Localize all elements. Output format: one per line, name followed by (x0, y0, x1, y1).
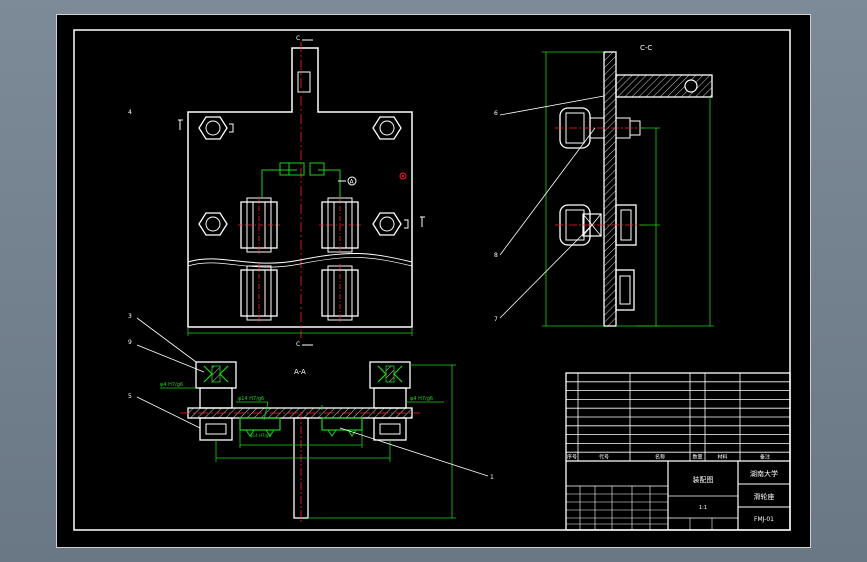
leader-8 (499, 127, 596, 256)
pulley-lower-left (240, 264, 278, 322)
parts-header-cell: 材料 (717, 454, 727, 461)
drawing-frame-outer (56, 14, 811, 548)
part-name: 滑轮座 (754, 492, 775, 501)
section-cc-label: C-C (640, 44, 652, 52)
drawing-number: FMJ-01 (754, 516, 774, 523)
balloon-1: 1 (490, 474, 494, 481)
hex-nut-top-left (198, 116, 234, 140)
cc-arm-hole (684, 79, 698, 93)
pulley-upper-left (238, 196, 280, 254)
datum-label: A (350, 179, 355, 186)
plate-outline (187, 47, 413, 328)
pulley-lower-right (321, 264, 359, 322)
leader-6 (499, 95, 605, 116)
balloon-9: 9 (128, 339, 132, 346)
aa-pulley-right (321, 417, 363, 437)
parts-header-cell: 代号 (599, 454, 609, 461)
balloon-8: 8 (494, 252, 498, 259)
cut-mark-top: C (296, 35, 300, 42)
title-block: 序号 代号 名称 数量 材料 备注 装配图 湖南大学 滑轮座 FMJ-01 1:1 (565, 372, 791, 531)
section-cc-view: C-C (499, 44, 714, 327)
drawing-sheet (56, 14, 811, 548)
drawing-frame-inner (73, 29, 791, 531)
leader-3 (136, 317, 197, 363)
hex-nut-mid-right (372, 212, 409, 236)
tab-slot (297, 71, 311, 93)
balloon-4: 4 (128, 109, 132, 116)
edge-mark-right (420, 216, 425, 227)
leader-7 (499, 224, 593, 319)
balloon-6: 6 (494, 110, 498, 117)
tolerance-frame (261, 162, 341, 198)
parts-header-cell: 备注 (760, 454, 770, 461)
balloon-3: 3 (128, 313, 132, 320)
parts-list (566, 373, 790, 461)
cc-plate (603, 51, 617, 327)
section-aa-label: A-A (294, 368, 306, 376)
hex-nut-mid-left (198, 212, 228, 236)
fit-label: φ14 H7/g6 (250, 433, 271, 438)
fit-label: φ4 H7/g6 (160, 382, 183, 388)
fit-label: φ4 H7/g6 (410, 396, 433, 402)
aa-pulley-left (239, 417, 281, 437)
edge-mark-left (178, 119, 183, 130)
balloon-labels: 4 6 8 7 3 9 5 1 (128, 109, 498, 481)
university-name: 湖南大学 (750, 469, 778, 478)
aa-roller-right (369, 361, 411, 441)
fit-label: φ14 H7/g6 (238, 396, 264, 402)
cut-mark-bottom: C (296, 341, 300, 348)
break-line-2 (187, 257, 413, 268)
scale-value: 1:1 (699, 505, 707, 511)
leader-1 (339, 427, 489, 477)
balloon-5: 5 (128, 393, 132, 400)
section-aa-view: A-A (136, 317, 489, 522)
parts-list-header: 序号 代号 名称 数量 材料 备注 (567, 454, 770, 461)
front-view: C C (178, 35, 425, 348)
aa-roller-left (195, 361, 237, 441)
balloon-7: 7 (494, 316, 498, 323)
hex-nut-top-right (372, 116, 402, 140)
break-line (187, 252, 413, 264)
datum-marker: A (338, 176, 357, 186)
assembly-label: 装配图 (693, 475, 714, 484)
leader-9 (136, 344, 205, 373)
cc-dimensions (542, 51, 714, 327)
locating-hole (399, 172, 407, 180)
fit-annotations: φ4 H7/g6 φ14 H7/g6 φ4 H7/g6 φ14 H7/g6 (160, 382, 444, 438)
parts-header-cell: 序号 (567, 454, 577, 461)
leader-5 (136, 396, 201, 429)
parts-header-cell: 名称 (655, 454, 665, 461)
width-dimension (187, 327, 413, 336)
aa-dimensions (215, 364, 456, 519)
parts-header-cell: 数量 (692, 454, 702, 461)
cc-bracket-bottom (615, 269, 635, 311)
